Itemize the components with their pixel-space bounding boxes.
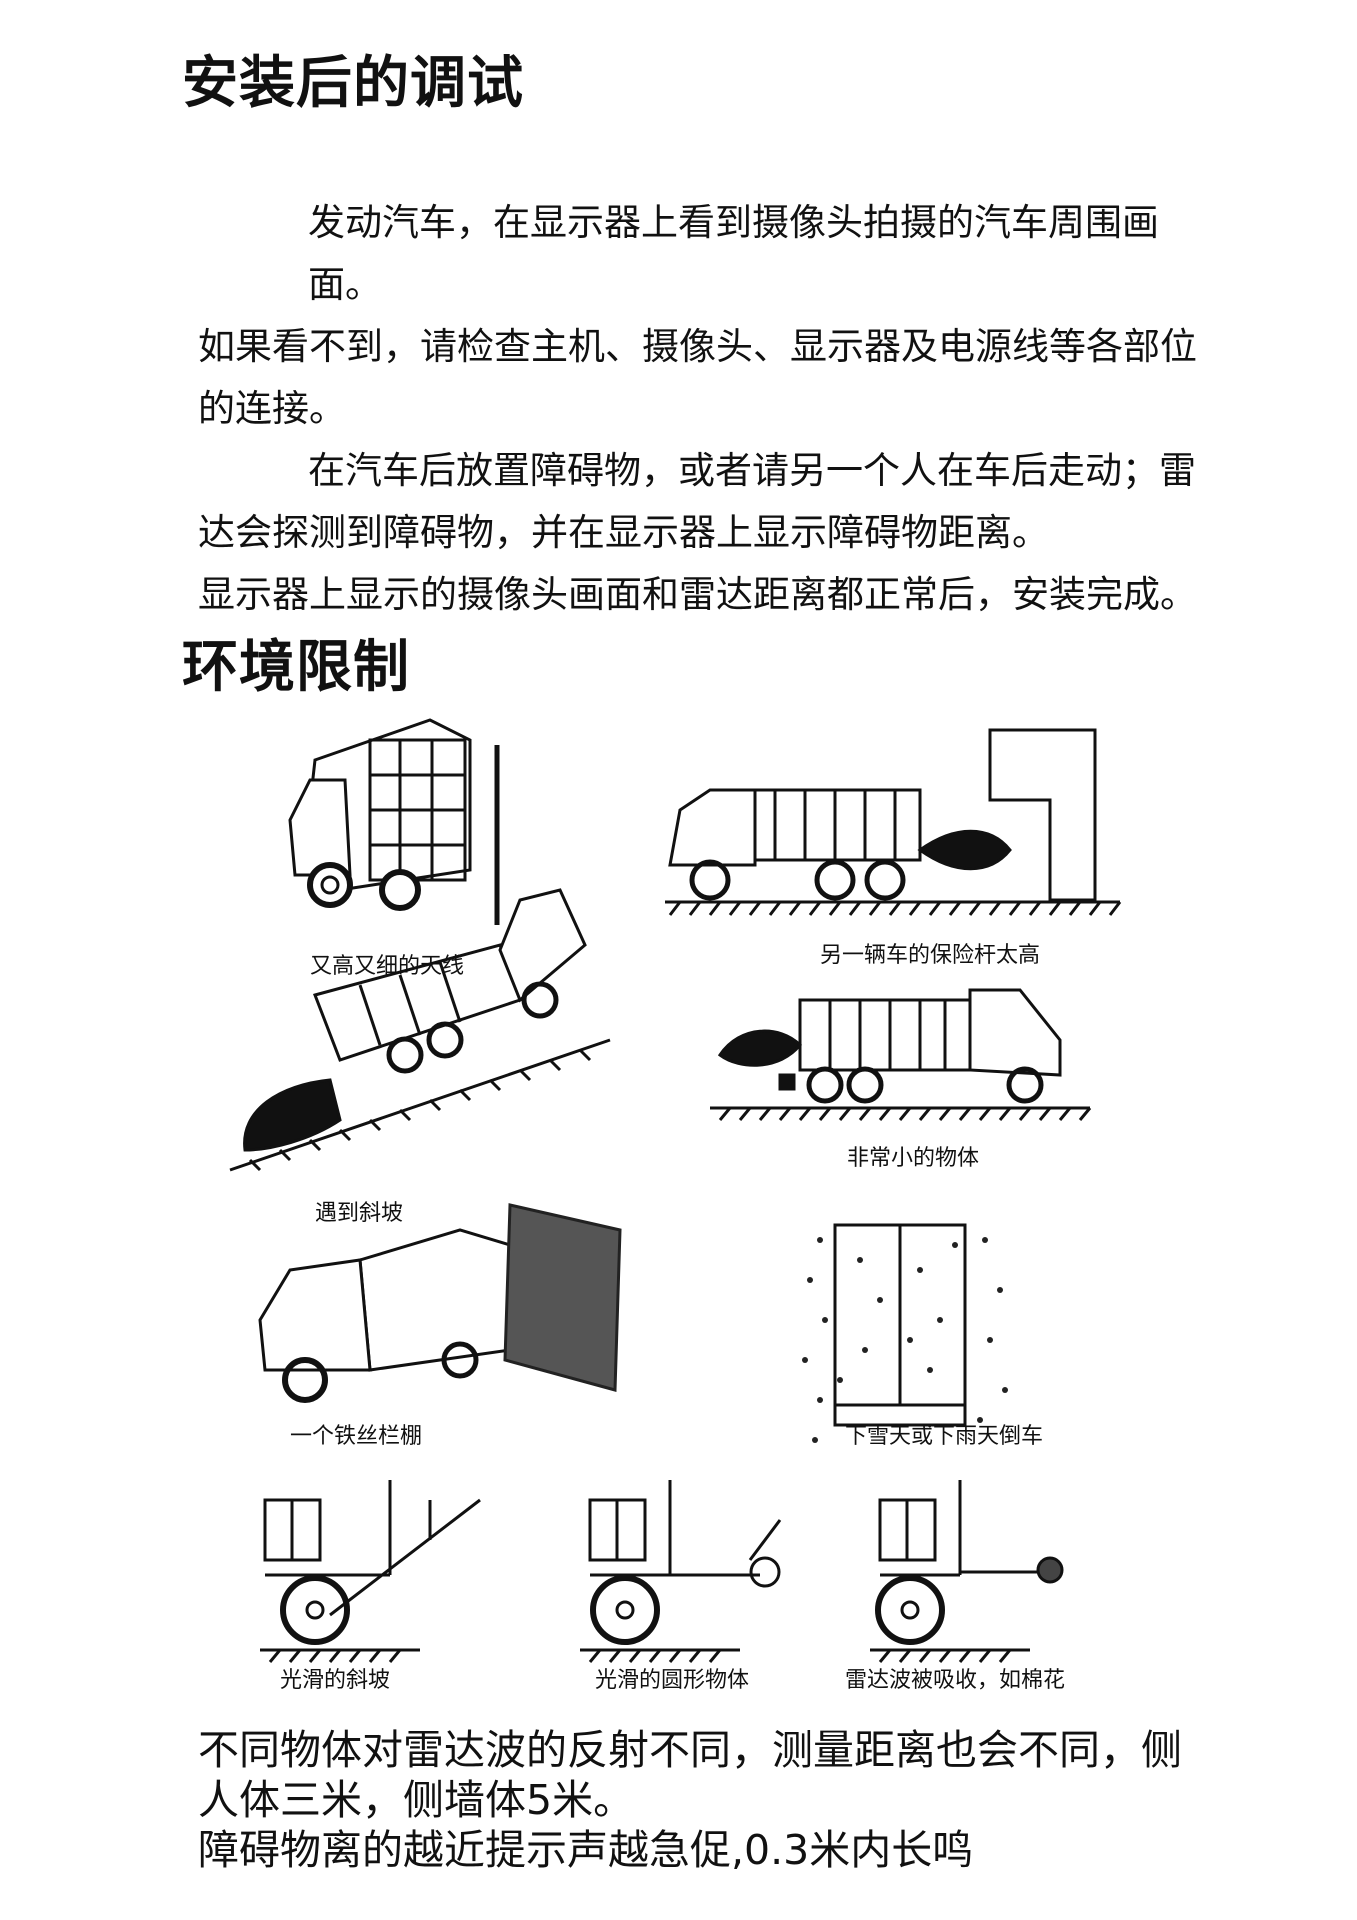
caption-high-bumper: 另一辆车的保险杆太高 — [820, 943, 1041, 968]
paragraph-line: 在汽车后放置障碍物，或者请另一个人在车后走动；雷 — [308, 449, 1196, 492]
caption-smooth-slope: 光滑的斜坡 — [280, 1668, 391, 1693]
caption-wire-fence: 一个铁丝栏棚 — [290, 1424, 423, 1449]
paragraph-line: 如果看不到，请检查主机、摄像头、显示器及电源线等各部位 — [198, 325, 1197, 368]
wire-fence-illustration — [258, 1203, 622, 1403]
small-object-illustration — [710, 988, 1092, 1121]
paragraph-line: 的连接。 — [198, 387, 346, 430]
note-line: 人体三米，侧墙体5米。 — [198, 1776, 635, 1824]
caption-snow-rain: 下雪天或下雨天倒车 — [845, 1424, 1044, 1449]
caption-antenna: 又高又细的天线 — [310, 954, 465, 979]
smooth-slope-illustration — [260, 1480, 481, 1663]
truck-antenna-illustration — [288, 718, 500, 925]
paragraph-line: 达会探测到障碍物，并在显示器上显示障碍物距离。 — [198, 511, 1049, 554]
caption-small-object: 非常小的物体 — [847, 1146, 980, 1171]
high-bumper-illustration — [665, 728, 1122, 916]
slope-illustration — [229, 888, 611, 1172]
paragraph-line: 显示器上显示的摄像头画面和雷达距离都正常后，安装完成。 — [198, 573, 1197, 616]
environment-limitations-figure: 又高又细的天线 另一辆车的保险杆太高 遇到斜坡 非常小的物体 一个铁丝栏棚 下雪… — [220, 700, 1160, 1693]
debugging-instructions: 发动汽车，在显示器上看到摄像头拍摄的汽车周围画面。 如果看不到，请检查主机、摄像… — [198, 192, 1198, 626]
note-line: 障碍物离的越近提示声越急促,0.3米内长鸣 — [198, 1826, 974, 1874]
caption-round-object: 光滑的圆形物体 — [595, 1668, 750, 1693]
notes-block: 不同物体对雷达波的反射不同，测量距离也会不同，侧 人体三米，侧墙体5米。 障碍物… — [198, 1725, 1208, 1875]
snow-rain-illustration — [802, 1223, 1008, 1443]
section-title-limitations: 环境限制 — [182, 635, 410, 700]
section-title-debugging: 安装后的调试 — [182, 51, 524, 116]
caption-slope: 遇到斜坡 — [315, 1201, 404, 1226]
absorbing-material-illustration — [870, 1480, 1064, 1663]
paragraph-line: 发动汽车，在显示器上看到摄像头拍摄的汽车周围画面。 — [308, 201, 1159, 306]
caption-absorption: 雷达波被吸收，如棉花 — [845, 1668, 1066, 1693]
note-line: 不同物体对雷达波的反射不同，测量距离也会不同，侧 — [198, 1726, 1182, 1774]
smooth-round-object-illustration — [580, 1480, 782, 1663]
illustration-drawings — [229, 718, 1122, 1663]
